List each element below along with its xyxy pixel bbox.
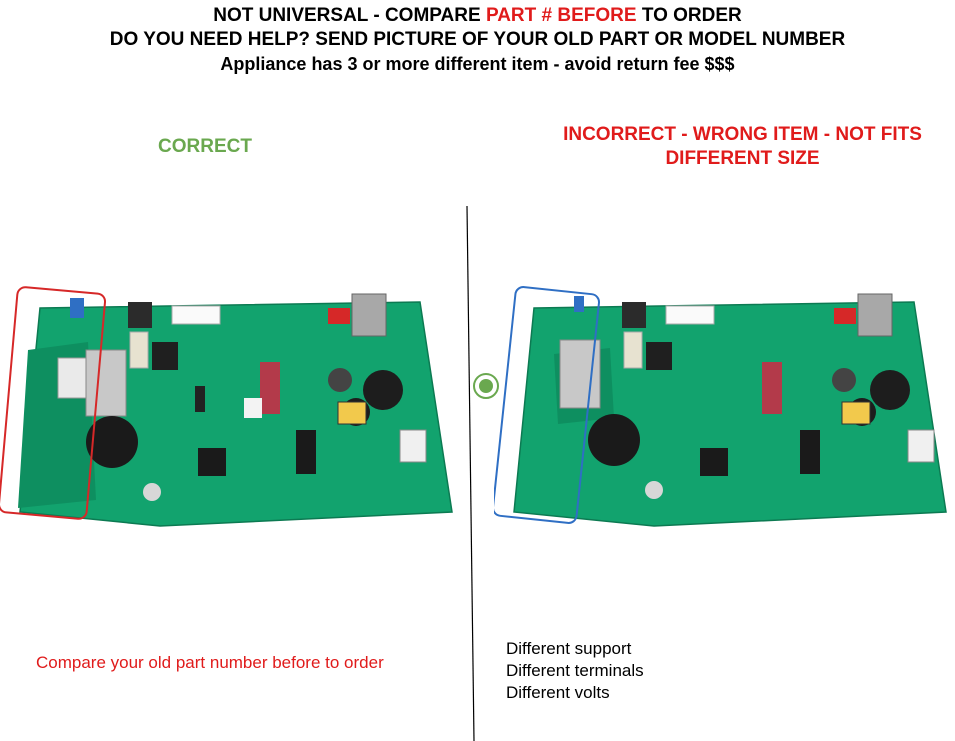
header-line-3: Appliance has 3 or more different item -… [220,54,735,74]
incorrect-control-board-image [494,286,947,527]
difference-item-support: Different support [506,639,632,658]
incorrect-label: INCORRECT - WRONG ITEM - NOT FITS DIFFER… [535,123,950,171]
difference-item-terminals: Different terminals [506,661,644,680]
part-number-highlight: PART # BEFORE [485,5,637,26]
compare-part-number-note: Compare your old part number before to o… [36,653,384,672]
correct-control-board-image [0,286,453,527]
difference-item-volts: Different volts [506,683,610,702]
seal-icon [473,373,499,399]
header-banner: NOT UNIVERSAL - COMPARE PART # BEFORE TO… [0,4,955,76]
header-line-1: NOT UNIVERSAL - COMPARE PART # BEFORE TO… [213,5,742,26]
correct-label: CORRECT [158,136,252,157]
incorrect-label-line-1: INCORRECT - WRONG ITEM - NOT FITS [563,124,922,145]
differences-list: Different support Different terminals Di… [506,638,644,704]
header-line-2: DO YOU NEED HELP? SEND PICTURE OF YOUR O… [109,29,846,50]
incorrect-label-line-2: DIFFERENT SIZE [665,148,820,169]
